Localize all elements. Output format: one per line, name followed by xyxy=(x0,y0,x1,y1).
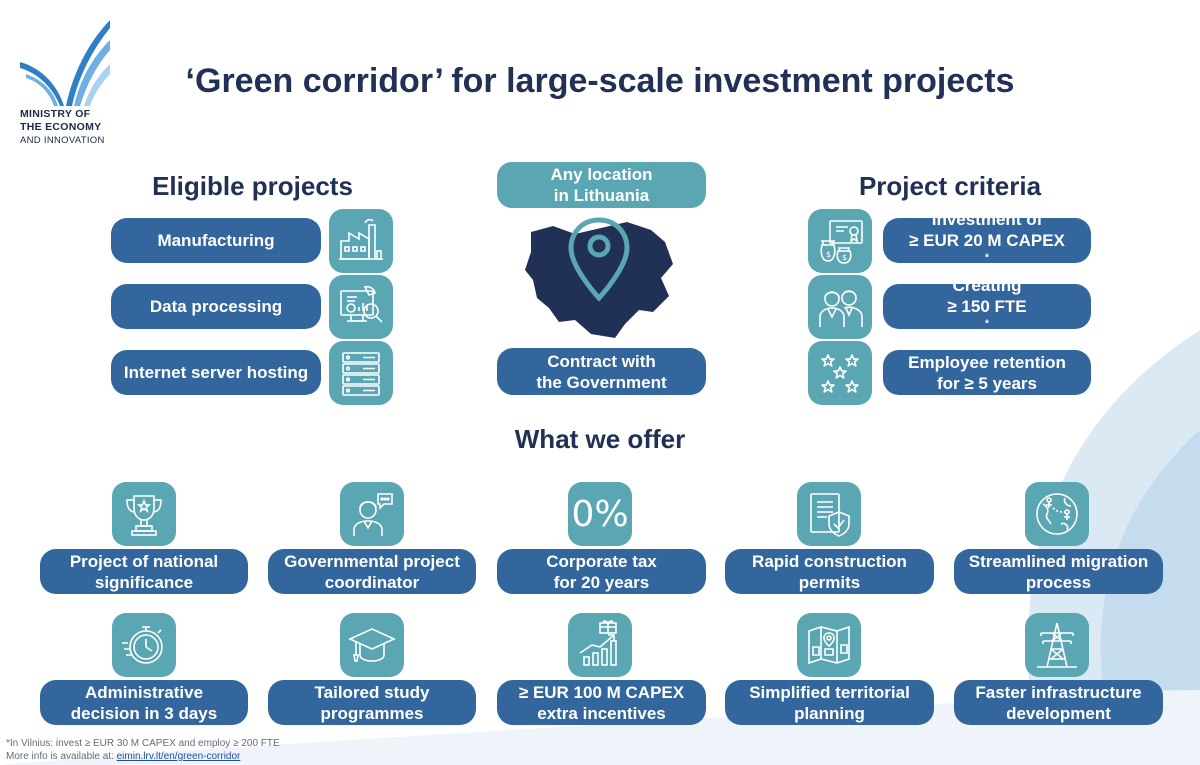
svg-text:$: $ xyxy=(826,250,831,259)
footnote-more-info: More info is available at: xyxy=(6,751,117,762)
graduation-cap-icon xyxy=(340,613,404,677)
coordinator-person-icon xyxy=(340,482,404,546)
globe-migration-icon xyxy=(1025,482,1089,546)
footnote: *In Vilnius: invest ≥ EUR 30 M CAPEX and… xyxy=(6,737,280,763)
employees-icon xyxy=(808,275,872,339)
factory-icon xyxy=(329,209,393,273)
page-title: ‘Green corridor’ for large-scale investm… xyxy=(185,62,1015,100)
zero-percent-icon: 0% xyxy=(568,482,632,546)
criteria-investment: Investment of≥ EUR 20 M CAPEX* xyxy=(883,210,1091,263)
footnote-vilnius: *In Vilnius: invest ≥ EUR 30 M CAPEX and… xyxy=(6,738,280,749)
server-rack-icon xyxy=(329,341,393,405)
stars-icon xyxy=(808,341,872,405)
money-bag-certificate-icon: $ $ xyxy=(808,209,872,273)
criteria-fte: Creating≥ 150 FTE* xyxy=(883,276,1091,329)
permit-document-icon xyxy=(797,482,861,546)
eligible-projects-heading: Eligible projects xyxy=(152,171,353,201)
trophy-icon xyxy=(112,482,176,546)
what-we-offer-heading: What we offer xyxy=(514,424,686,454)
svg-text:$: $ xyxy=(842,253,847,262)
lithuania-map-pin-icon xyxy=(525,217,673,338)
eligible-item-server-hosting: Internet server hosting xyxy=(111,350,321,395)
ministry-logo-icon xyxy=(20,20,110,106)
stopwatch-icon xyxy=(112,613,176,677)
green-corridor-link[interactable]: eimin.lrv.lt/en/green-corridor xyxy=(116,751,241,762)
territorial-plan-icon xyxy=(797,613,861,677)
eligible-item-data-processing: Data processing xyxy=(111,284,321,329)
ministry-logo-text: MINISTRY OF THE ECONOMY AND INNOVATION xyxy=(20,108,105,146)
project-criteria-heading: Project criteria xyxy=(858,171,1042,201)
power-pylon-icon xyxy=(1025,613,1089,677)
data-analytics-icon xyxy=(329,275,393,339)
growth-chart-gift-icon xyxy=(568,613,632,677)
eligible-item-manufacturing: Manufacturing xyxy=(111,218,321,263)
